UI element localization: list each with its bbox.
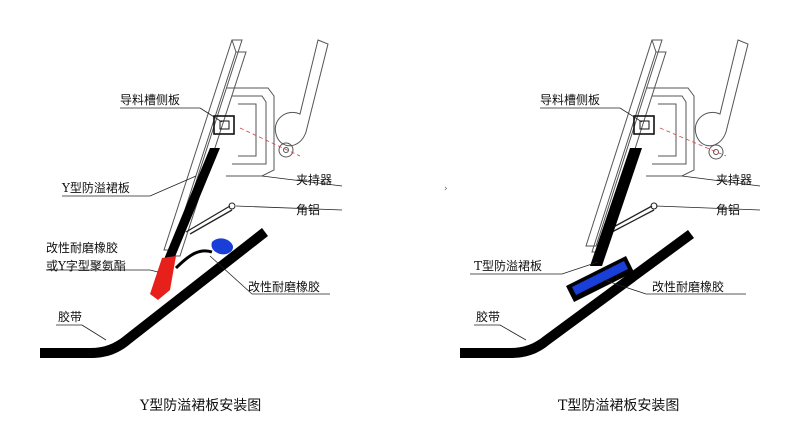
label-clamp: 夹持器 — [296, 172, 332, 187]
t-type-diagram: › — [444, 39, 761, 414]
chute-side-plate — [163, 39, 247, 257]
t-skirt-board — [590, 148, 642, 266]
label-t-skirt: T型防溢裙板 — [474, 258, 542, 273]
top-clip — [213, 115, 235, 135]
leader-lines-right — [470, 107, 761, 341]
y-skirt-board — [162, 148, 220, 264]
clamp-lever — [274, 39, 329, 158]
red-rubber-tip — [150, 256, 176, 300]
clamp-lever-right — [694, 39, 749, 160]
label-rubber-right: 改性耐磨橡胶 — [652, 279, 724, 294]
leader-lines — [46, 107, 343, 341]
label-angle-aluminium-right: 角铝 — [716, 202, 740, 217]
label-belt: 胶带 — [58, 309, 82, 324]
label-belt-right: 胶带 — [476, 309, 500, 324]
label-rubber-line2: 或Y字型聚氨酯 — [46, 258, 126, 273]
label-side-plate-right: 导料槽侧板 — [540, 93, 600, 107]
label-y-skirt: Y型防溢裙板 — [61, 180, 130, 195]
caption-t-type: T型防溢裙板安装图 — [558, 398, 679, 414]
label-clamp-right: 夹持器 — [716, 172, 752, 187]
clamp-housing-right — [646, 87, 695, 177]
blue-rubber-flap — [211, 238, 234, 255]
label-angle-aluminium: 角铝 — [296, 202, 320, 217]
caption-y-type: Y型防溢裙板安装图 — [139, 398, 261, 414]
label-rubber-line1: 改性耐磨橡胶 — [46, 240, 118, 255]
clamp-housing — [226, 87, 275, 177]
svg-text:›: › — [444, 184, 448, 194]
angle-aluminium — [185, 202, 236, 235]
label-rubber: 改性耐磨橡胶 — [248, 279, 320, 294]
y-type-diagram: 导料槽侧板 夹持器 角铝 Y型防溢裙板 改性耐磨橡胶 或Y字型聚氨酯 改性耐磨橡… — [40, 39, 343, 414]
top-clip-right — [633, 115, 655, 135]
blue-rubber-strip — [572, 261, 628, 295]
label-side-plate: 导料槽侧板 — [120, 93, 180, 107]
